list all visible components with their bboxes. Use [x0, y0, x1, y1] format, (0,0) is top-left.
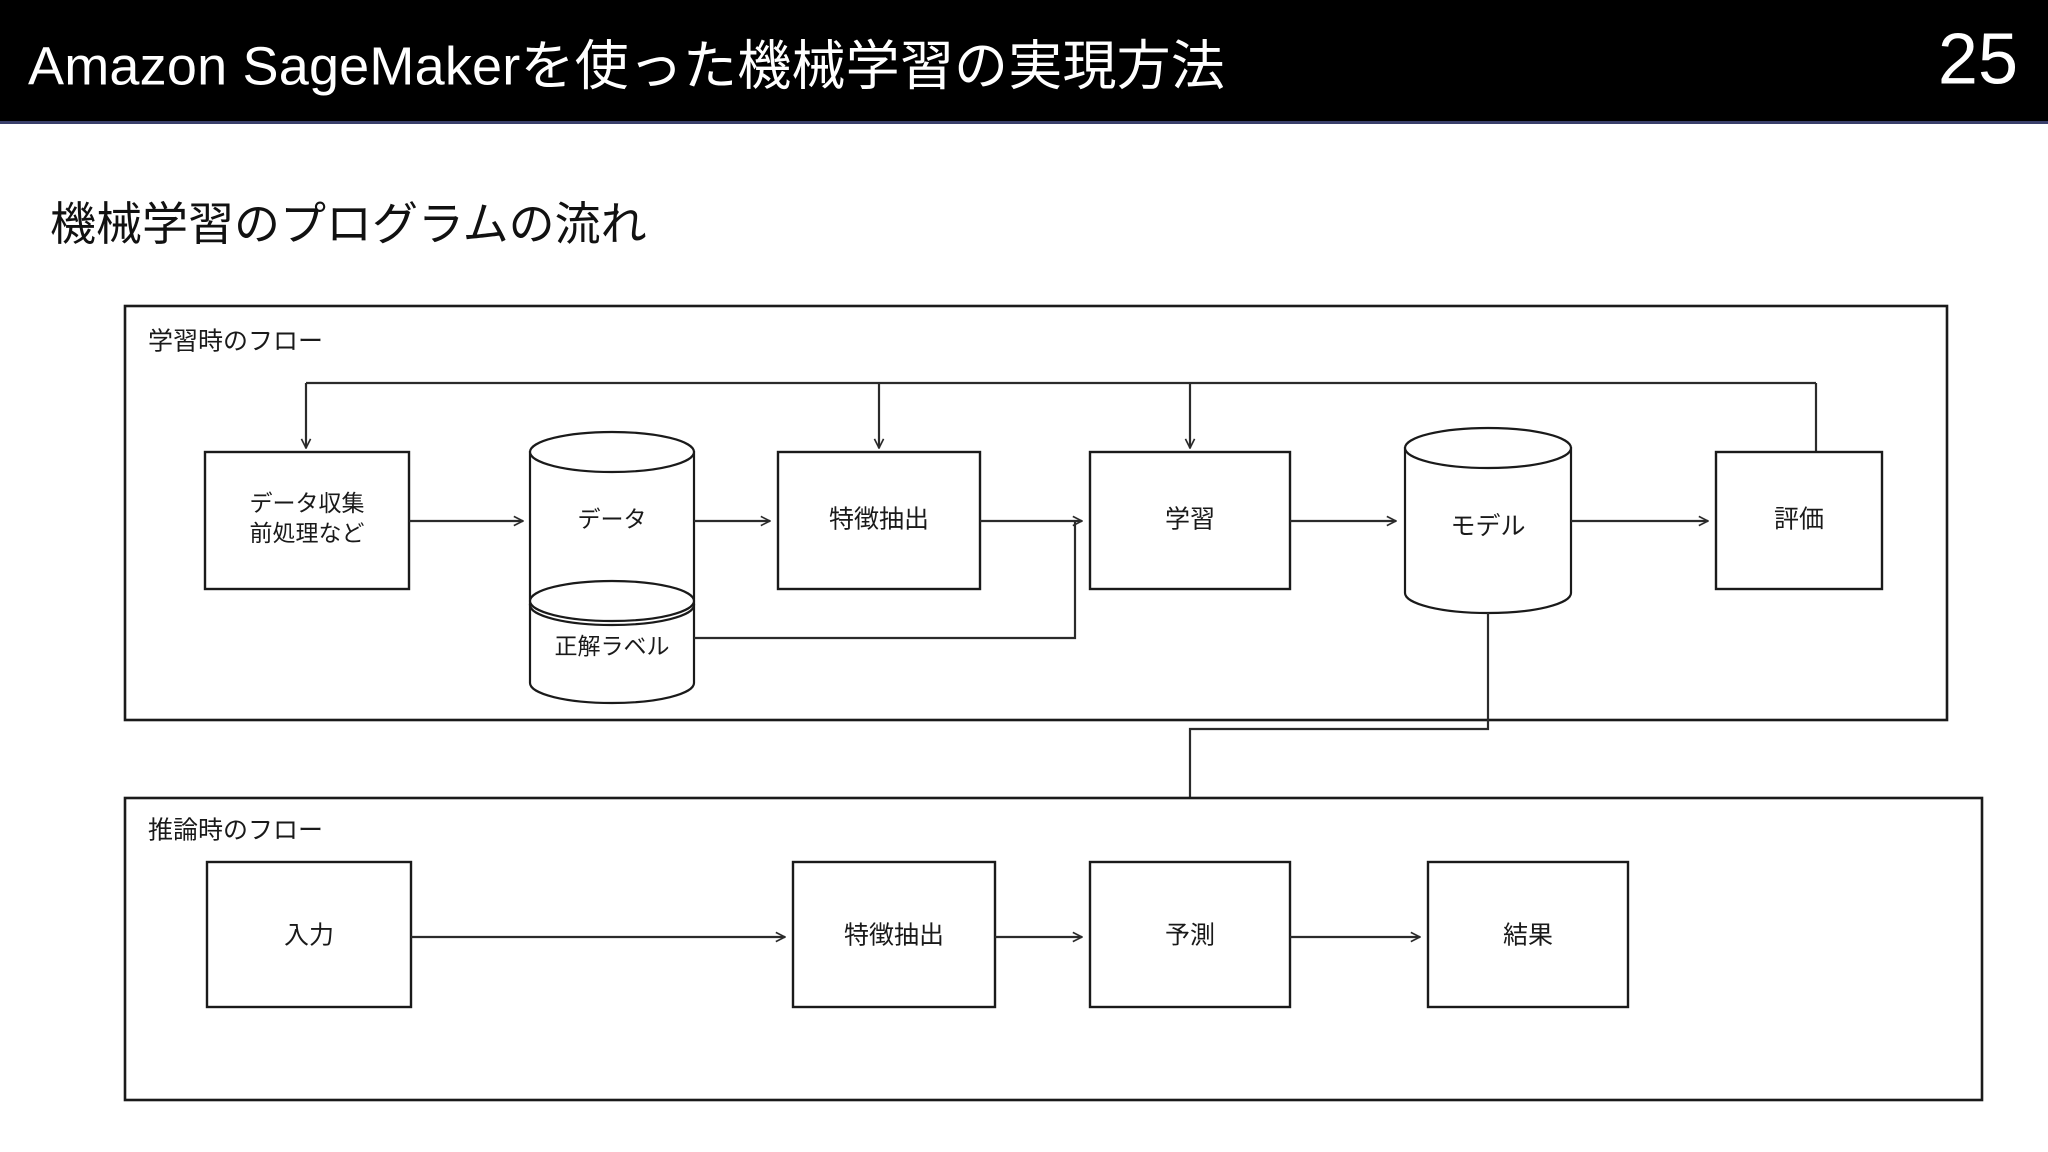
node-evaluation-label: 評価	[1774, 506, 1824, 534]
node-predict-label: 予測	[1165, 922, 1215, 950]
inference-flow-container	[123, 796, 1984, 1102]
section-heading: 機械学習のプログラムの流れ	[50, 198, 647, 250]
node-data-collection[interactable]: データ収集 前処理など	[203, 450, 411, 591]
node-data-store-label-top: データ	[578, 506, 647, 532]
node-feature-extraction-label: 特徴抽出	[829, 506, 929, 534]
node-data-collection-label-line1: データ収集	[250, 490, 365, 516]
node-data-collection-label-line2: 前処理など	[250, 520, 365, 546]
inference-flow-label: 推論時のフロー	[148, 817, 323, 845]
node-model-label: モデル	[1450, 513, 1525, 541]
node-predict[interactable]: 予測	[1088, 860, 1292, 1009]
edge-model-to-predict	[1190, 613, 1490, 857]
node-evaluation[interactable]: 評価	[1714, 450, 1884, 591]
node-data-store[interactable]: データ 正解ラベル	[528, 430, 696, 705]
page-number: 25	[1937, 19, 2018, 100]
training-flow-label: 学習時のフロー	[148, 328, 323, 356]
page-title: Amazon SageMakerを使った機械学習の実現方法	[28, 36, 1226, 96]
training-flow-container	[123, 304, 1949, 722]
node-feature-extraction-inference[interactable]: 特徴抽出	[791, 860, 997, 1009]
node-input[interactable]: 入力	[205, 860, 413, 1009]
node-feature-extraction[interactable]: 特徴抽出	[776, 450, 982, 591]
node-result-label: 結果	[1503, 922, 1553, 950]
edge-labels-to-training	[694, 521, 1077, 640]
node-feature-extraction-inference-label: 特徴抽出	[844, 922, 944, 950]
slide-header: Amazon SageMakerを使った機械学習の実現方法 25	[0, 0, 2048, 124]
node-training-label: 学習	[1165, 506, 1215, 534]
node-input-label: 入力	[284, 922, 334, 950]
node-result[interactable]: 結果	[1426, 860, 1630, 1009]
node-model[interactable]: モデル	[1403, 426, 1573, 615]
node-data-store-label-bottom: 正解ラベル	[555, 633, 670, 659]
edge-evaluation-feedback	[306, 381, 1818, 452]
node-training[interactable]: 学習	[1088, 450, 1292, 591]
